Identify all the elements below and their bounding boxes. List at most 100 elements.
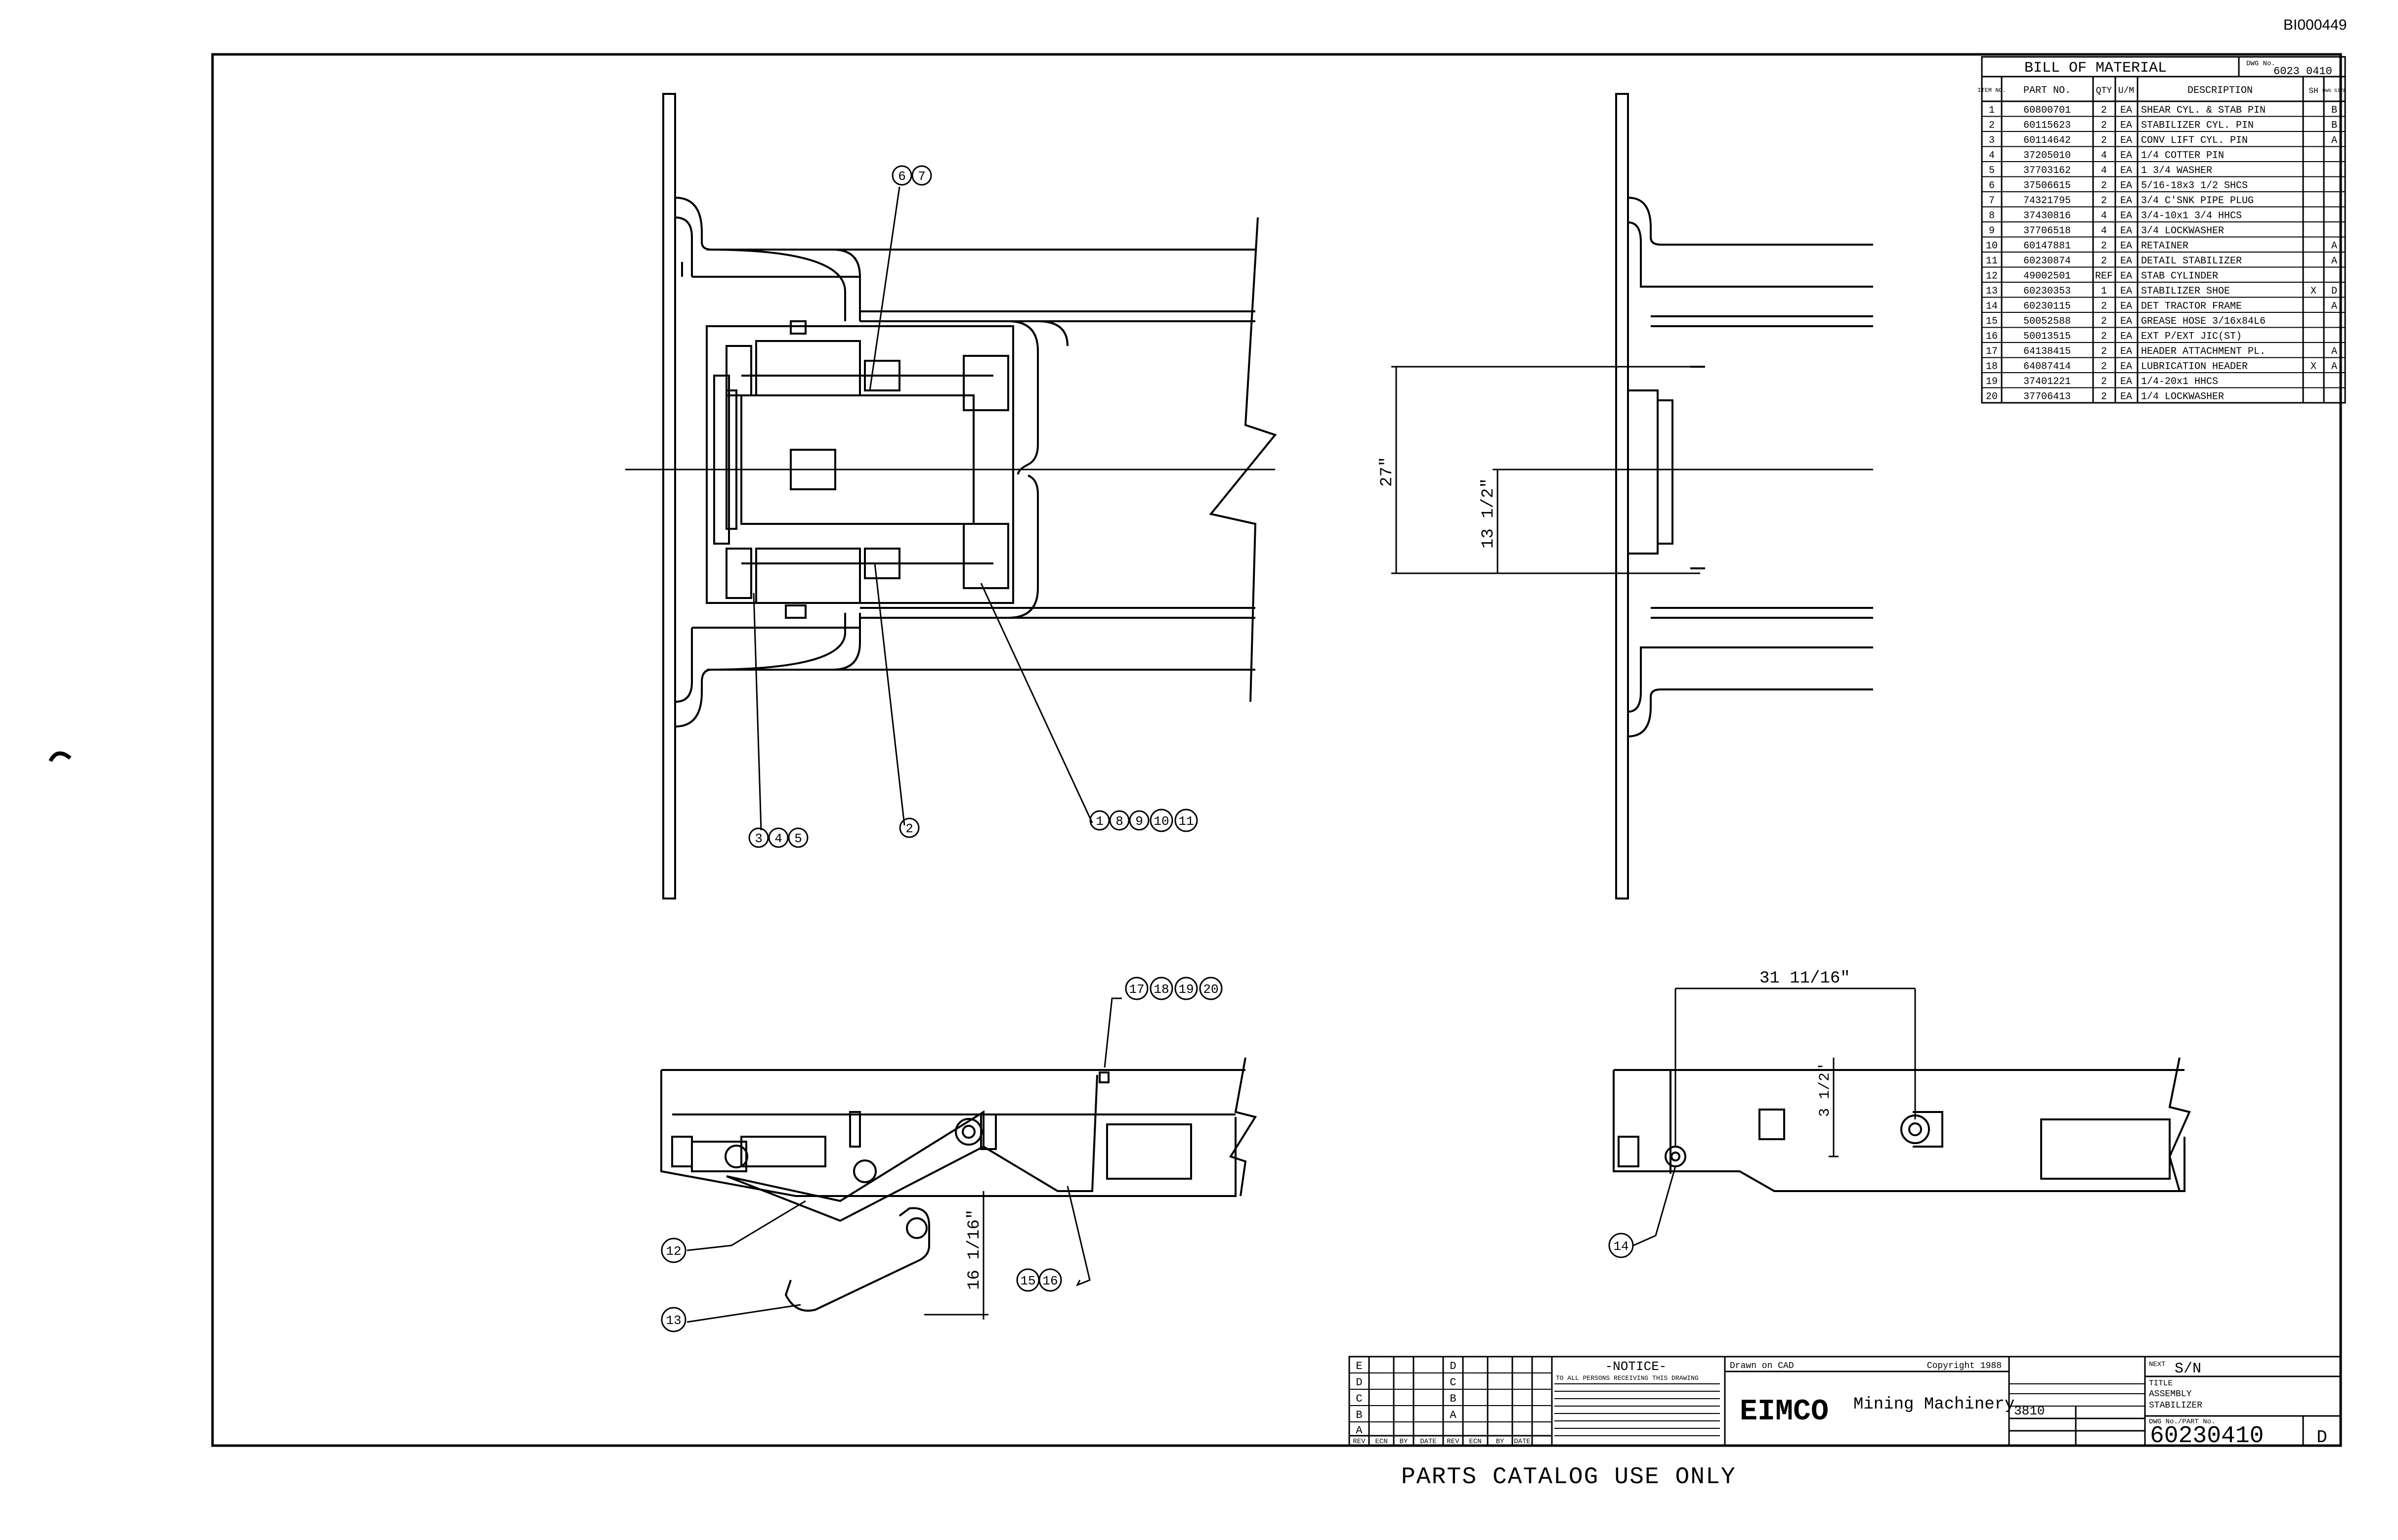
document-id: BI000449 — [2283, 17, 2347, 33]
bom-cell-item: 13 — [1986, 286, 1998, 297]
bom-cell-qty: 2 — [2101, 316, 2107, 327]
rev-letter-d-2: D — [1450, 1360, 1456, 1372]
bom-cell-desc: RETAINER — [2141, 241, 2188, 252]
callout-2: 2 — [905, 821, 913, 836]
callout-20: 20 — [1203, 982, 1218, 997]
bom-cell-part: 37401221 — [2023, 376, 2071, 387]
rev-letter-a: A — [1356, 1424, 1363, 1437]
plan-view-left — [625, 93, 1277, 899]
bom-cell-qty: 2 — [2101, 256, 2107, 267]
bom-cell-desc: HEADER ATTACHMENT PL. — [2141, 346, 2266, 357]
bom-cell-part: 60230353 — [2023, 286, 2071, 297]
bom-cell-part: 64087414 — [2023, 361, 2071, 373]
rev-header-date: DATE — [1420, 1438, 1437, 1446]
bom-cell-qty: 2 — [2101, 361, 2107, 373]
bill-of-material: BILL OF MATERIAL DWG No. 6023 0410 ITEM … — [1977, 56, 2346, 404]
bom-cell-um: EA — [2120, 256, 2132, 267]
callout-9: 9 — [1135, 814, 1143, 829]
rev-header-date-2: DATE — [1514, 1438, 1531, 1446]
notice-title: -NOTICE- — [1605, 1359, 1667, 1374]
bom-cell-um: EA — [2120, 316, 2132, 327]
bom-cell-qty: 1 — [2101, 286, 2107, 297]
bom-cell-item: 6 — [1989, 180, 1995, 192]
bom-cell-qty: 2 — [2101, 331, 2107, 342]
bom-cell-item: 9 — [1989, 225, 1995, 237]
bom-cell-qty: REF — [2095, 271, 2113, 282]
bom-cell-um: EA — [2120, 211, 2132, 222]
bom-cell-um: EA — [2120, 331, 2132, 342]
bom-cell-um: EA — [2120, 241, 2132, 252]
bom-cell-desc: DETAIL STABILIZER — [2141, 256, 2242, 267]
callout-14: 14 — [1613, 1239, 1628, 1254]
callout-1: 1 — [1096, 814, 1104, 829]
dwg-no-label: DWG No./PART No. — [2149, 1418, 2215, 1426]
bom-cell-item: 5 — [1989, 165, 1995, 176]
bom-cell-part: 60230115 — [2023, 301, 2071, 312]
bom-cell-qty: 2 — [2101, 135, 2107, 146]
bom-cell-rev: A — [2331, 135, 2337, 146]
bom-cell-item: 17 — [1986, 346, 1998, 357]
bom-cell-item: 3 — [1989, 135, 1995, 146]
model-number: 3810 — [2014, 1404, 2045, 1418]
bom-cell-desc: EXT P/EXT JIC(ST) — [2141, 331, 2242, 342]
callout-11: 11 — [1178, 814, 1194, 829]
sheet-border — [211, 53, 2342, 1447]
bom-cell-item: 2 — [1989, 120, 1995, 131]
bom-header-qty: QTY — [2096, 86, 2112, 96]
bom-cell-part: 37430816 — [2023, 211, 2071, 222]
rev-header-rev: REV — [1353, 1438, 1366, 1446]
drawn-on-cad: Drawn on CAD — [1730, 1361, 1794, 1371]
rev-letter-b: B — [1356, 1409, 1362, 1421]
bom-cell-um: EA — [2120, 180, 2132, 192]
dim-16-1-16: 16 1/16" — [965, 1209, 984, 1290]
company-logo: EIMCO — [1740, 1395, 1829, 1429]
callout-16: 16 — [1042, 1274, 1058, 1288]
rev-letter-e: E — [1356, 1360, 1362, 1372]
callout-4: 4 — [774, 831, 782, 846]
rev-header-ecn-2: ECN — [1469, 1438, 1481, 1446]
bom-cell-item: 8 — [1989, 211, 1995, 222]
scan-mark — [48, 751, 72, 762]
bom-title: BILL OF MATERIAL — [2024, 60, 2167, 77]
bom-cell-um: EA — [2120, 301, 2132, 312]
bom-cell-desc: 3/4-10x1 3/4 HHCS — [2141, 211, 2242, 222]
rev-header-by: BY — [1400, 1438, 1408, 1446]
bom-cell-um: EA — [2120, 376, 2132, 387]
next-value: S/N — [2175, 1361, 2201, 1377]
bom-cell-item: 16 — [1986, 331, 1998, 342]
rev-letter-c-2: C — [1450, 1376, 1456, 1389]
bom-header-item: ITEM NO. — [1977, 87, 2006, 94]
bom-cell-item: 20 — [1986, 391, 1998, 403]
bom-cell-desc: 3/4 C'SNK PIPE PLUG — [2141, 195, 2254, 207]
dim-13-half: 13 1/2" — [1479, 478, 1498, 549]
bom-cell-qty: 2 — [2101, 105, 2107, 116]
bom-cell-item: 7 — [1989, 195, 1995, 207]
rev-letter-c: C — [1356, 1393, 1362, 1405]
bom-cell-um: EA — [2120, 165, 2132, 176]
bom-cell-item: 12 — [1986, 271, 1998, 282]
bom-cell-qty: 2 — [2101, 301, 2107, 312]
dim-3-half: 3 1/2" — [1817, 1064, 1834, 1117]
bom-cell-desc: SHEAR CYL. & STAB PIN — [2141, 105, 2266, 116]
bom-cell-part: 50052588 — [2023, 316, 2071, 327]
bom-cell-desc: 1/4 LOCKWASHER — [2141, 391, 2224, 403]
bom-cell-part: 37506615 — [2023, 180, 2071, 192]
bom-cell-part: 60147881 — [2023, 241, 2071, 252]
bom-cell-desc: GREASE HOSE 3/16x84L6 — [2141, 316, 2266, 327]
bom-cell-desc: 3/4 LOCKWASHER — [2141, 225, 2224, 237]
bom-header-part: PART NO. — [2023, 85, 2071, 96]
bom-cell-item: 4 — [1989, 150, 1995, 162]
bom-cell-um: EA — [2120, 346, 2132, 357]
title-label: TITLE — [2149, 1379, 2173, 1388]
bom-cell-part: 49002501 — [2023, 271, 2071, 282]
bom-cell-desc: STABILIZER CYL. PIN — [2141, 120, 2254, 131]
bom-dwg-label: DWG No. — [2246, 60, 2275, 68]
callout-8: 8 — [1115, 814, 1123, 829]
bom-cell-qty: 2 — [2101, 346, 2107, 357]
dim-27: 27" — [1378, 457, 1397, 487]
bom-cell-qty: 2 — [2101, 120, 2107, 131]
bom-cell-um: EA — [2120, 120, 2132, 131]
elevation-view-left — [660, 1057, 1257, 1320]
bom-header-desc: DESCRIPTION — [2187, 85, 2253, 96]
title-line-1: ASSEMBLY — [2149, 1389, 2192, 1399]
